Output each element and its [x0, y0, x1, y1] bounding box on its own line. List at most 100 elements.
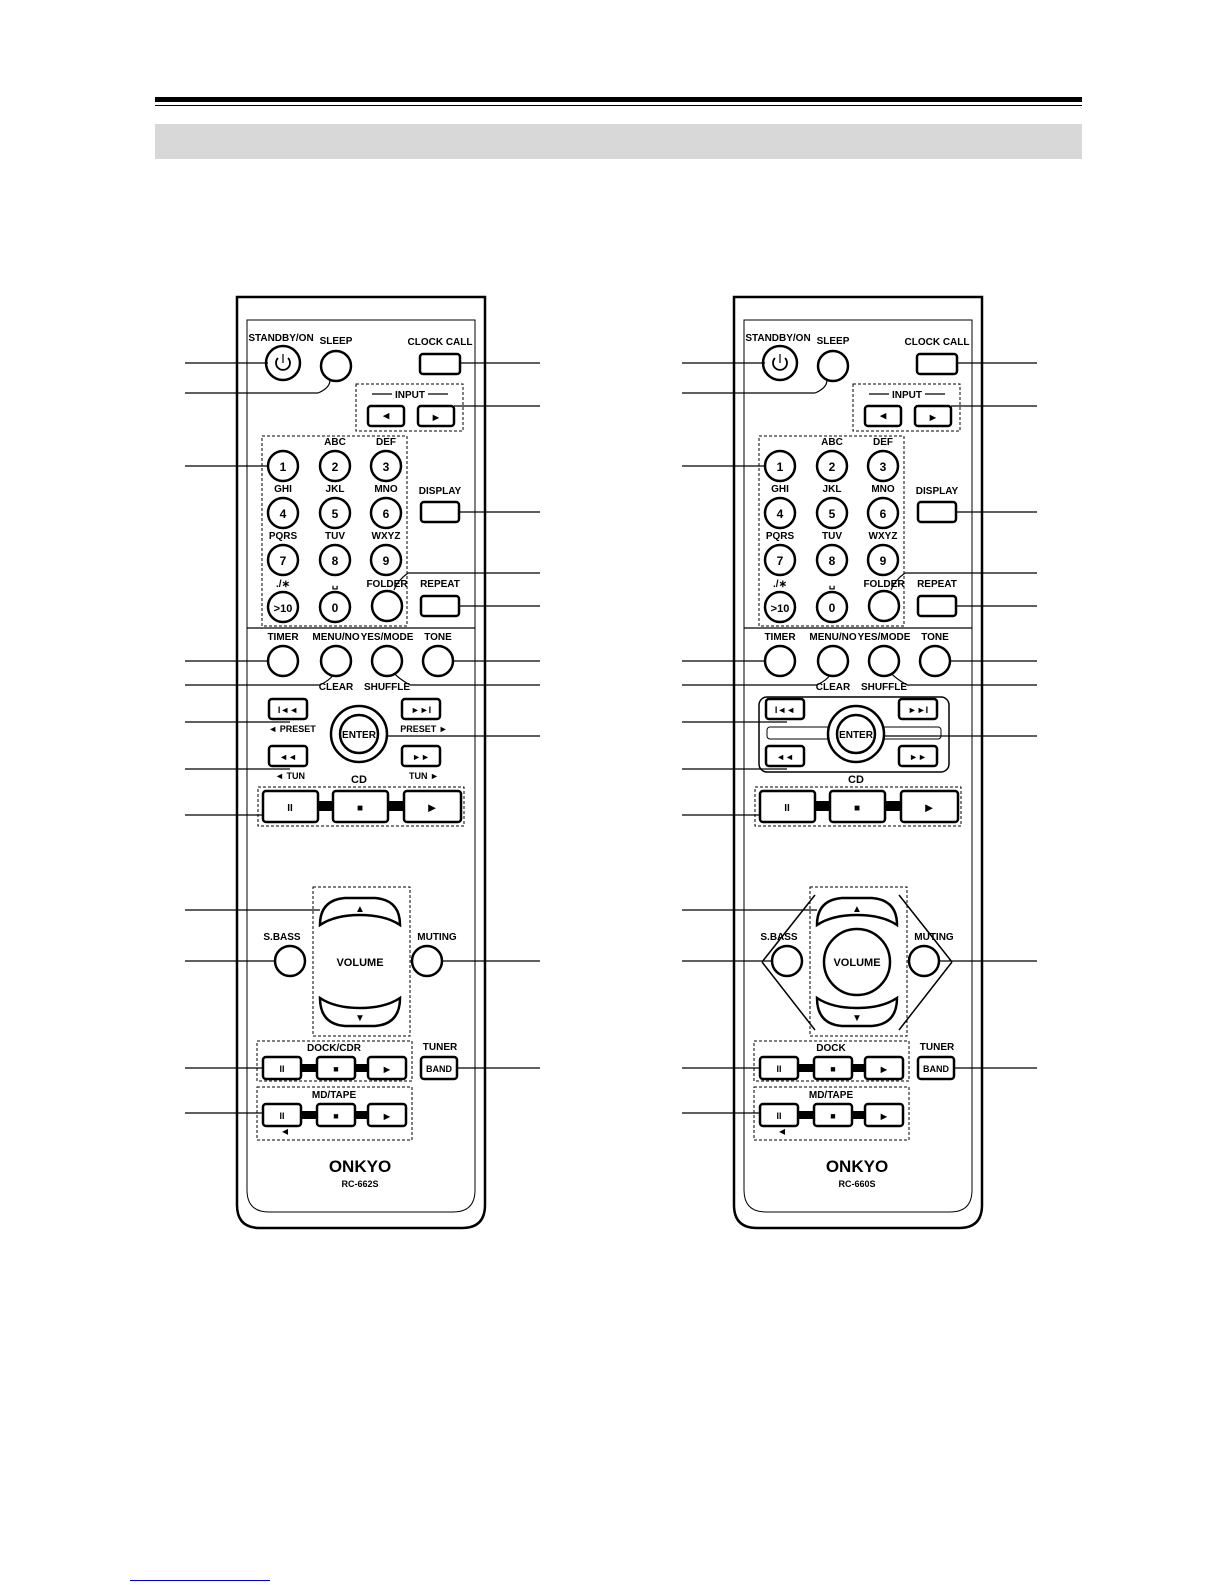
cd-label: CD: [848, 774, 864, 786]
key-7-letters: PQRS: [269, 531, 298, 542]
repeat-button[interactable]: [916, 594, 958, 618]
volume-down-button[interactable]: [815, 995, 899, 1028]
volume-down-button[interactable]: [318, 995, 402, 1028]
yes-mode-button[interactable]: [867, 644, 901, 678]
digit-7-button[interactable]: [266, 543, 300, 577]
digit-6-button[interactable]: [866, 496, 900, 530]
input-right-button[interactable]: [913, 404, 953, 428]
volume-label: VOLUME: [833, 957, 880, 969]
prev-preset-button[interactable]: [764, 697, 806, 721]
muting-label: MUTING: [914, 932, 954, 943]
input-right-button[interactable]: [416, 404, 456, 428]
repeat-label: REPEAT: [917, 579, 957, 590]
cd-play-button[interactable]: [899, 789, 960, 824]
muting-button[interactable]: [907, 944, 941, 978]
cd-pause-icon: II: [287, 803, 293, 814]
md-tape-play-button[interactable]: [863, 1102, 905, 1128]
next-preset-button[interactable]: [400, 697, 442, 721]
enter-label: ENTER: [342, 730, 377, 741]
muting-button[interactable]: [410, 944, 444, 978]
digit-10plus-label: >10: [274, 603, 293, 615]
digit-10plus-button[interactable]: [763, 590, 797, 624]
digit-5-button[interactable]: [815, 496, 849, 530]
digit-7-button[interactable]: [763, 543, 797, 577]
cd-stop-button[interactable]: [828, 789, 887, 824]
digit-4-button[interactable]: [266, 496, 300, 530]
dock-stop-button[interactable]: [812, 1055, 854, 1081]
volume-up-button[interactable]: [815, 896, 899, 928]
digit-10plus-button[interactable]: [266, 590, 300, 624]
cd-pause-button[interactable]: [261, 789, 320, 824]
md-tape-reverse-icon: ►: [280, 1126, 290, 1137]
key-5-letters: JKL: [823, 484, 842, 495]
folder-button[interactable]: [867, 589, 901, 623]
md-tape-pause-button[interactable]: [758, 1102, 800, 1128]
dock-play-button[interactable]: [863, 1055, 905, 1081]
volume-up-button[interactable]: [318, 896, 402, 928]
sleep-button[interactable]: [319, 349, 353, 383]
md-tape-stop-button[interactable]: [812, 1102, 854, 1128]
tone-button[interactable]: [918, 644, 952, 678]
yes-mode-button[interactable]: [370, 644, 404, 678]
sleep-button[interactable]: [816, 349, 850, 383]
digit-4-button[interactable]: [763, 496, 797, 530]
forward-tun-button[interactable]: [897, 744, 939, 768]
input-left-button[interactable]: [863, 404, 903, 428]
clock-call-button[interactable]: [915, 352, 959, 376]
menu-no-button[interactable]: [816, 644, 850, 678]
md-tape-stop-button[interactable]: [315, 1102, 357, 1128]
key-3-letters: DEF: [873, 437, 893, 448]
key-9-letters: WXYZ: [372, 531, 401, 542]
menu-no-button[interactable]: [319, 644, 353, 678]
digit-7-label: 7: [280, 554, 287, 568]
cd-stop-button[interactable]: [331, 789, 390, 824]
digit-8-button[interactable]: [815, 543, 849, 577]
repeat-button[interactable]: [419, 594, 461, 618]
tuner-label: TUNER: [423, 1042, 458, 1053]
forward-tun-button[interactable]: [400, 744, 442, 768]
rewind-tun-button[interactable]: [764, 744, 806, 768]
digit-0-button[interactable]: [318, 590, 352, 624]
digit-0-button[interactable]: [815, 590, 849, 624]
md-tape-group: [256, 1086, 413, 1141]
digit-9-button[interactable]: [866, 543, 900, 577]
key-0-symbol: ␣: [829, 579, 835, 590]
callout-left-sleep-hook: [814, 379, 828, 394]
dock-stop-button[interactable]: [315, 1055, 357, 1081]
digit-8-button[interactable]: [318, 543, 352, 577]
rewind-tun-button[interactable]: [267, 744, 309, 768]
dock-label: DOCK: [816, 1043, 846, 1054]
sbass-button[interactable]: [273, 944, 307, 978]
digit-9-button[interactable]: [369, 543, 403, 577]
folder-label: FOLDER: [863, 579, 905, 590]
clock-call-button[interactable]: [418, 352, 462, 376]
cd-play-button[interactable]: [402, 789, 463, 824]
dock-play-button[interactable]: [366, 1055, 408, 1081]
md-tape-pause-button[interactable]: [261, 1102, 303, 1128]
digit-3-button[interactable]: [866, 449, 900, 483]
display-button[interactable]: [419, 500, 461, 524]
folder-button[interactable]: [370, 589, 404, 623]
shuffle-label: SHUFFLE: [364, 682, 410, 693]
timer-button[interactable]: [763, 644, 797, 678]
enter-button[interactable]: [835, 713, 877, 755]
digit-2-button[interactable]: [815, 449, 849, 483]
md-tape-play-button[interactable]: [366, 1102, 408, 1128]
digit-6-button[interactable]: [369, 496, 403, 530]
digit-2-button[interactable]: [318, 449, 352, 483]
next-preset-button[interactable]: [897, 697, 939, 721]
timer-button[interactable]: [266, 644, 300, 678]
prev-preset-button[interactable]: [267, 697, 309, 721]
cd-pause-button[interactable]: [758, 789, 817, 824]
volume-group: [312, 886, 411, 1037]
sbass-button[interactable]: [770, 944, 804, 978]
tone-button[interactable]: [421, 644, 455, 678]
cd-stop-icon: ■: [854, 803, 860, 814]
input-left-button[interactable]: [366, 404, 406, 428]
display-button[interactable]: [916, 500, 958, 524]
enter-button[interactable]: [338, 713, 380, 755]
digit-5-button[interactable]: [318, 496, 352, 530]
tun-left-label: ◄ TUN: [275, 771, 305, 781]
digit-3-button[interactable]: [369, 449, 403, 483]
